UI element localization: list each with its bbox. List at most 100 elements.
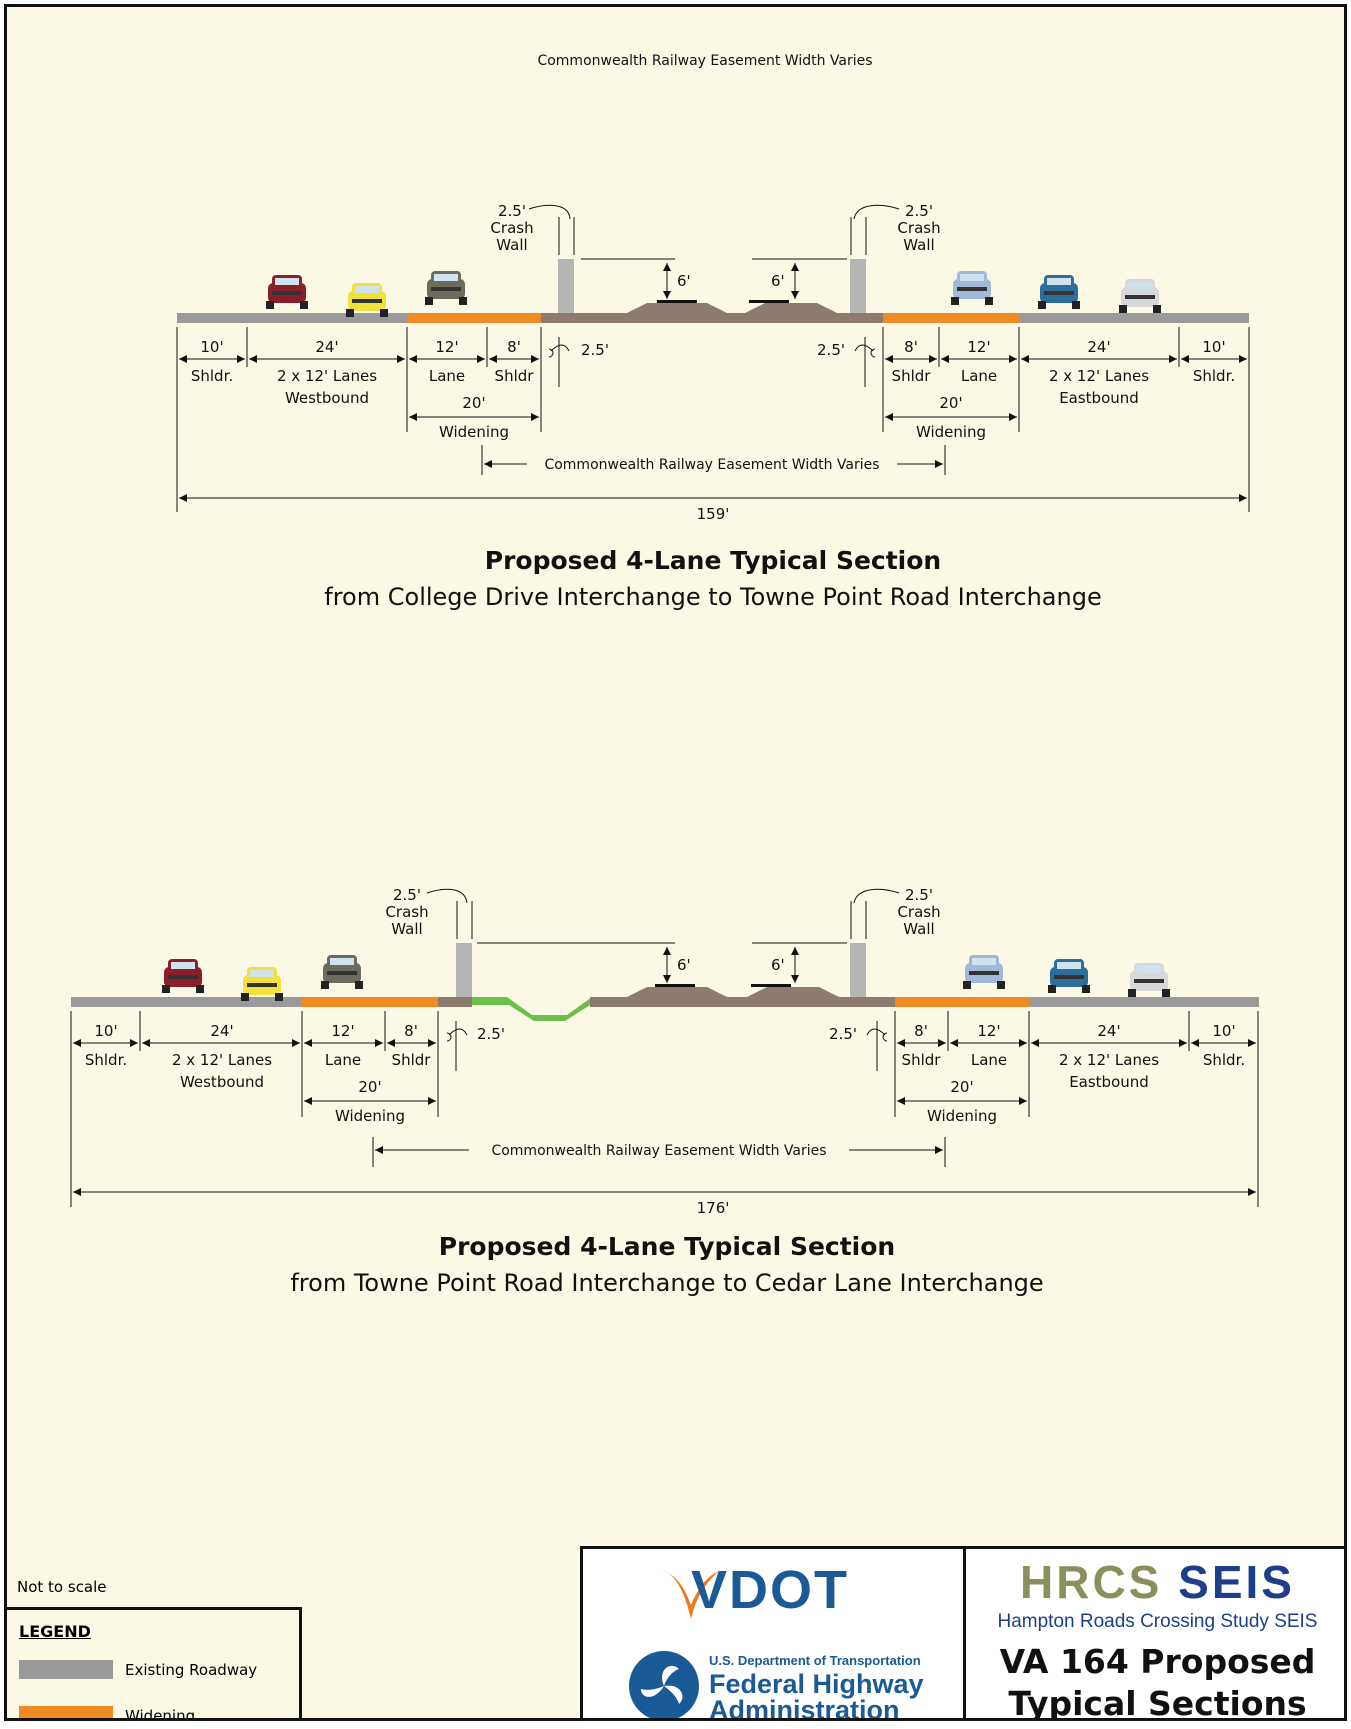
hrcs-subtitle: Hampton Roads Crossing Study SEIS [997,1611,1318,1632]
dim-label: 2 x 12' Lanes [172,1051,272,1069]
car-icon [1128,963,1170,997]
typical-sections-drawing: Commonwealth Railway Easement Width Vari… [70,53,1259,1297]
section-subtitle: from Towne Point Road Interchange to Ced… [290,1269,1043,1297]
dim-label: 2.5' [581,341,609,359]
section-2: 2.5' Crash Wall 2.5' Crash Wall 6' 6' [70,886,1259,1297]
crash-wall-east [850,943,866,997]
hrcs-seis-logo: HRCS SEIS [966,1555,1344,1609]
dim-label: Widening [439,423,509,441]
crash-wall-label: Wall [903,920,934,938]
legend-heading: LEGEND [19,1622,91,1641]
crash-wall-west [558,259,574,313]
fhwa-name-2: Administration [709,1695,900,1721]
fhwa-dept: U.S. Department of Transportation [709,1653,921,1668]
car-icon [425,271,467,305]
total-width-label: 176' [697,1199,730,1217]
widening-west [302,997,438,1007]
widening-east [895,997,1029,1007]
dim-label: Shldr [392,1051,432,1069]
car-icon [1119,279,1161,313]
fhwa-emblem-icon [629,1651,699,1718]
dim-label: 20' [939,394,962,412]
legend-swatch [19,1660,113,1679]
dim-label: Shldr [495,367,535,385]
dim-label: Shldr [902,1051,942,1069]
title-block: HRCS SEIS Hampton Roads Crossing Study S… [966,1546,1344,1721]
crash-wall-label: Wall [391,920,422,938]
dim-label: Eastbound [1059,389,1139,407]
section-subtitle: from College Drive Interchange to Towne … [324,583,1101,611]
section-1: 2.5' Crash Wall 2.5' Crash Wall 6' 6' [176,202,1250,611]
height-label: 6' [771,956,785,974]
ditch [472,997,592,1021]
section-title: Proposed 4-Lane Typical Section [485,546,941,575]
hrcs-text: HRCS [1020,1556,1163,1608]
sheet-title-line-1: VA 164 Proposed [999,1642,1316,1681]
dim-label: 20' [358,1078,381,1096]
car-icon [321,955,363,989]
dim-label: 10' [1202,338,1225,356]
crash-wall-label: Crash [897,903,940,921]
dim-label: 2.5' [477,1025,505,1043]
rail-track-right [749,300,789,303]
vdot-swoosh-icon [663,1571,719,1619]
dim-label: 8' [404,1022,418,1040]
sheet-title: VA 164 Proposed Typical Sections [966,1641,1344,1721]
height-label: 6' [677,956,691,974]
total-width-label: 159' [697,505,730,523]
sheet-title-line-2: Typical Sections [1008,1684,1307,1721]
crash-wall-west [456,943,472,997]
dim-label: 8' [914,1022,928,1040]
seis-text: SEIS [1178,1556,1295,1608]
dim-label: 8' [507,338,521,356]
dim-label: 8' [904,338,918,356]
dim-label: Widening [927,1107,997,1125]
dim-label: 12' [977,1022,1000,1040]
dim-label: Eastbound [1069,1073,1149,1091]
car-icon [1038,275,1080,309]
legend-label: Widening [125,1706,196,1721]
dim-label: 10' [1212,1022,1235,1040]
dim-label: Lane [961,367,997,385]
dim-label: 2.5' [829,1025,857,1043]
dim-label: Shldr. [191,367,233,385]
existing-roadway-east [1019,313,1249,323]
fhwa-name-1: Federal Highway [709,1669,924,1699]
car-icon [1048,959,1090,993]
legend-label: Existing Roadway [125,1660,258,1679]
vdot-logo: VDOT [691,1560,850,1620]
not-to-scale-note: Not to scale [17,1578,107,1596]
crash-wall-width-label: 2.5' [393,886,421,904]
dim-label: 10' [200,338,223,356]
rail-bed [590,987,895,1007]
legend-item-widening: Widening [19,1706,196,1721]
rail-track-left [657,300,697,303]
drawing-sheet: Commonwealth Railway Easement Width Vari… [4,4,1347,1721]
existing-roadway-east [1029,997,1259,1007]
crash-wall-label: Crash [897,219,940,237]
agency-logos: VDOT U.S. Department of Transportation F… [580,1546,966,1721]
rail-track-left [655,984,695,987]
section-title: Proposed 4-Lane Typical Section [439,1232,895,1261]
dim-label: Widening [335,1107,405,1125]
crash-wall-label: Crash [385,903,428,921]
legend: LEGEND Existing Roadway Widening [7,1607,302,1721]
crash-wall-width-label: 2.5' [905,886,933,904]
dim-label: Lane [971,1051,1007,1069]
dim-label: Shldr. [85,1051,127,1069]
car-icon [162,959,204,993]
dim-label: 2 x 12' Lanes [1049,367,1149,385]
dim-label: 10' [94,1022,117,1040]
existing-roadway-west [177,313,407,323]
rail-bed [541,303,883,323]
dim-label: 2.5' [817,341,845,359]
easement-label: Commonwealth Railway Easement Width Vari… [491,1143,826,1159]
dim-label: Lane [429,367,465,385]
dim-label: 24' [1097,1022,1120,1040]
car-icon [951,271,993,305]
height-label: 6' [771,272,785,290]
dim-label: 24' [315,338,338,356]
car-icon [963,955,1005,989]
crash-wall-label: Crash [490,219,533,237]
dim-label: Westbound [180,1073,264,1091]
